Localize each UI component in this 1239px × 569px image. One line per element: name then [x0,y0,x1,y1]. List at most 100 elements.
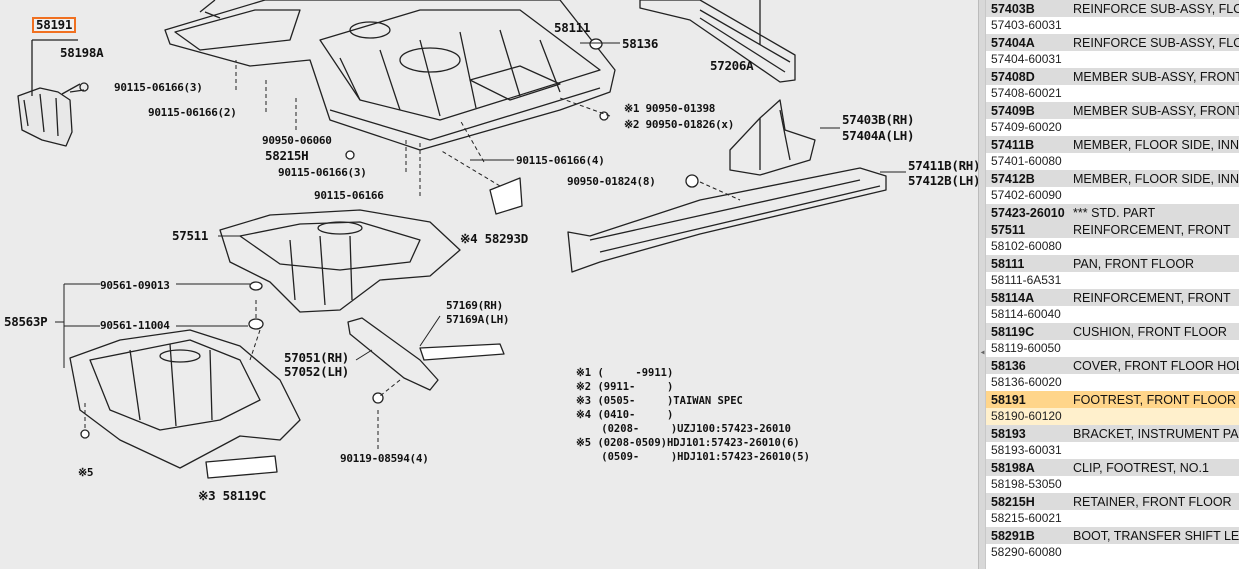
footnote-3: ※3 (0505- )TAIWAN SPEC [576,395,743,407]
part-code[interactable]: 57412B [991,171,1035,186]
part-number[interactable]: 57404-60031 [986,51,1239,68]
callout-57511[interactable]: 57511 [172,228,209,243]
part-code[interactable]: 57404A [991,35,1035,50]
part-number[interactable]: 58290-60080 [986,544,1239,561]
callout-90950-01824[interactable]: 90950-01824(8) [567,175,656,188]
callout-58215H[interactable]: 58215H [265,148,309,163]
part-number[interactable]: 57403-60031 [986,17,1239,34]
callout-57052[interactable]: 57052(LH) [284,364,350,379]
part-code[interactable]: 57408D [991,69,1035,84]
callout-58136[interactable]: 58136 [622,36,659,51]
part-code[interactable]: 58193 [991,426,1026,441]
part-number[interactable]: 58119-60050 [986,340,1239,357]
callout-90115-06166-4[interactable]: 90115-06166(4) [516,154,605,167]
callout-90115-06166-3a[interactable]: 90115-06166(3) [114,81,203,94]
part-number[interactable]: 58114-60040 [986,306,1239,323]
callout-58191[interactable]: 58191 [32,17,77,33]
part-code[interactable]: 57511 [991,222,1026,237]
callout-90950-01826[interactable]: ※2 90950-01826(x) [624,118,735,131]
part-number[interactable]: 58190-60120 [986,408,1239,425]
part-code[interactable]: 58136 [991,358,1026,373]
callout-57403B[interactable]: 57403B(RH) [842,112,915,127]
callout-57404A[interactable]: 57404A(LH) [842,128,915,143]
part-code[interactable]: 58198A [991,460,1035,475]
collapse-arrow-icon[interactable]: ◂ [979,347,986,358]
part-row-header[interactable]: 57423-26010*** STD. PART [986,204,1239,221]
part-code[interactable]: 58191 [991,392,1026,407]
part-code[interactable]: 57423-26010 [991,205,1065,220]
part-code[interactable]: 58119C [991,324,1035,339]
callout-90950-06060[interactable]: 90950-06060 [262,134,332,147]
callout-90561-11004[interactable]: 90561-11004 [100,319,170,332]
part-number[interactable]: 58111-6A531 [986,272,1239,289]
callout-58198A[interactable]: 58198A [60,45,104,60]
callout-57412B[interactable]: 57412B(LH) [908,173,978,188]
part-number[interactable]: 58198-53050 [986,476,1239,493]
part-number[interactable]: 58136-60020 [986,374,1239,391]
part-code[interactable]: 58215H [991,494,1035,509]
callout-90115-06166-3b[interactable]: 90115-06166(3) [278,166,367,179]
part-number[interactable]: 57409-60020 [986,119,1239,136]
part-number[interactable]: 57402-60090 [986,187,1239,204]
callout-57169[interactable]: 57169(RH) [446,299,503,312]
panel-splitter[interactable]: ◂ [978,0,986,569]
callout-57206A[interactable]: 57206A [710,58,754,73]
part-code[interactable]: 58291B [991,528,1035,543]
callout-90115-06166[interactable]: 90115-06166 [314,189,384,202]
callout-57051[interactable]: 57051(RH) [284,350,350,365]
part-number[interactable]: 57401-60080 [986,153,1239,170]
callout-90561-09013[interactable]: 90561-09013 [100,279,170,292]
part-number[interactable]: 58215-60021 [986,510,1239,527]
part-code[interactable]: 57403B [991,1,1035,16]
callout-90950-01398[interactable]: ※1 90950-01398 [624,102,716,115]
callout-58563P[interactable]: 58563P [4,314,48,329]
part-code[interactable]: 57409B [991,103,1035,118]
callout-57169A[interactable]: 57169A(LH) [446,313,510,326]
callout-58119C[interactable]: ※3 58119C [198,488,266,503]
part-code[interactable]: 57411B [991,137,1035,152]
part-number[interactable]: 58193-60031 [986,442,1239,459]
part-row[interactable]: 57423-26010*** STD. PART [986,204,1239,221]
part-number[interactable]: 57408-60021 [986,85,1239,102]
part-code[interactable]: 58114A [991,290,1035,305]
part-code[interactable]: 58111 [991,256,1025,271]
part-number[interactable]: 58102-60080 [986,238,1239,255]
callout-57411B[interactable]: 57411B(RH) [908,158,978,173]
callout-58111[interactable]: 58111 [554,20,591,35]
callout-58293D[interactable]: ※4 58293D [460,231,528,246]
callout-90119-08594[interactable]: 90119-08594(4) [340,452,429,465]
callout-90115-06166-2[interactable]: 90115-06166(2) [148,106,237,119]
